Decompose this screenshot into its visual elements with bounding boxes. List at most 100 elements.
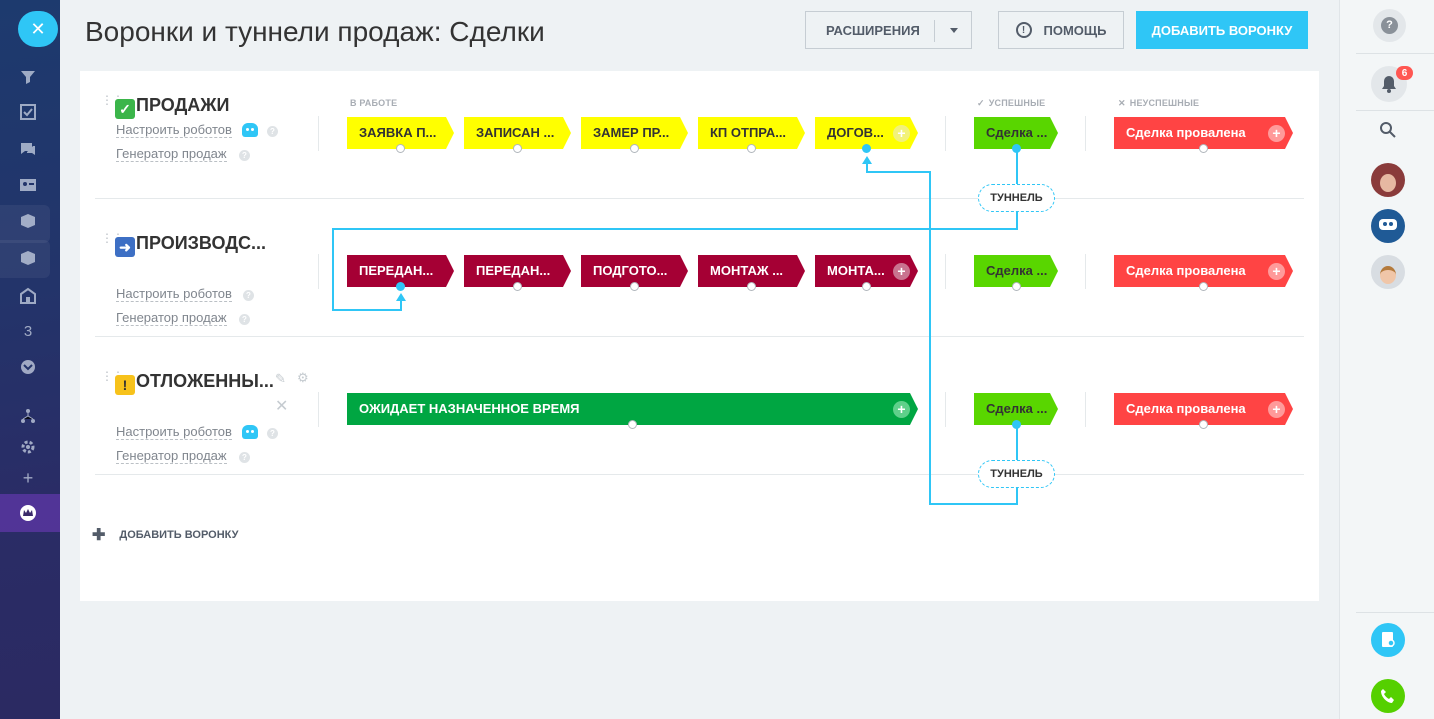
stage-label: Сделка провалена <box>1126 125 1246 140</box>
fail-stage[interactable]: Сделка провалена + <box>1114 255 1293 287</box>
divider <box>318 116 319 151</box>
stage-last[interactable]: ДОГОВ... + <box>815 117 918 149</box>
help-icon[interactable]: ? <box>1373 9 1406 42</box>
add-funnel-label: ДОБАВИТЬ ВОРОНКУ <box>1151 22 1293 38</box>
connector-dot[interactable] <box>1199 420 1208 429</box>
divider <box>1085 254 1086 289</box>
stage[interactable]: КП ОТПРА... <box>698 117 805 149</box>
success-stage[interactable]: Сделка ... <box>974 117 1058 149</box>
divider <box>1085 116 1086 151</box>
gear-icon[interactable] <box>16 436 40 458</box>
help-button[interactable]: ! ПОМОЩЬ <box>998 11 1124 49</box>
connector-dot[interactable] <box>747 144 756 153</box>
connector-dot[interactable] <box>1012 420 1021 429</box>
connector-dot[interactable] <box>396 282 405 291</box>
filter-icon[interactable] <box>16 66 40 88</box>
connector-dot[interactable] <box>1012 144 1021 153</box>
connector-dot[interactable] <box>747 282 756 291</box>
robot-icon[interactable] <box>242 425 258 439</box>
store-icon[interactable] <box>16 285 40 307</box>
funnel-name-text: ОТЛОЖЕННЫ... <box>136 371 274 391</box>
fail-stage[interactable]: Сделка провалена + <box>1114 117 1293 149</box>
stage-label: ДОГОВ... <box>827 125 884 140</box>
plus-icon: ✚ <box>92 527 106 544</box>
connector-dot[interactable] <box>628 420 637 429</box>
fail-stage[interactable]: Сделка провалена + <box>1114 393 1293 425</box>
stage[interactable]: ЗАЯВКА П... <box>347 117 454 149</box>
robots-link[interactable]: Настроить роботов <box>116 286 232 302</box>
sitemap-icon[interactable] <box>16 405 40 427</box>
notifications-badge: 6 <box>1396 66 1413 80</box>
funnel-name: ➜ПРОИЗВОДС... <box>115 233 266 257</box>
help-icon[interactable]: ? <box>239 150 250 161</box>
connector-dot[interactable] <box>396 144 405 153</box>
generator-link[interactable]: Генератор продаж <box>116 310 227 326</box>
document-icon[interactable] <box>1371 623 1405 657</box>
close-icon[interactable]: ✕ <box>18 11 58 47</box>
stage[interactable]: ОЖИДАЕТ НАЗНАЧЕННОЕ ВРЕМЯ + <box>347 393 918 425</box>
tunnel-badge[interactable]: ТУННЕЛЬ <box>978 460 1055 488</box>
chevron-down-icon[interactable] <box>16 356 40 378</box>
generator-link[interactable]: Генератор продаж <box>116 146 227 162</box>
avatar[interactable] <box>1371 163 1405 197</box>
connector-dot[interactable] <box>513 282 522 291</box>
gear-icon[interactable]: ⚙ <box>297 370 309 385</box>
connector-dot[interactable] <box>630 144 639 153</box>
tasks-icon[interactable] <box>16 101 40 123</box>
add-funnel-link[interactable]: ✚ДОБАВИТЬ ВОРОНКУ <box>92 525 239 545</box>
add-stage-icon[interactable]: + <box>893 125 910 142</box>
phone-icon[interactable] <box>1371 679 1405 713</box>
funnel-name: ✓ПРОДАЖИ <box>115 95 230 119</box>
row-divider <box>95 198 1304 199</box>
contacts-icon[interactable] <box>16 174 40 196</box>
stage[interactable]: ЗАПИСАН ... <box>464 117 571 149</box>
group-chat-icon[interactable] <box>1371 209 1405 243</box>
pencil-icon[interactable]: ✎ <box>275 371 286 386</box>
generator-link[interactable]: Генератор продаж <box>116 448 227 464</box>
stage[interactable]: ЗАМЕР ПР... <box>581 117 688 149</box>
help-icon[interactable]: ? <box>243 290 254 301</box>
connector-dot[interactable] <box>1012 282 1021 291</box>
plus-icon[interactable]: + <box>22 467 34 488</box>
help-icon[interactable]: ? <box>239 452 250 463</box>
tunnel-badge[interactable]: ТУННЕЛЬ <box>978 184 1055 212</box>
connector-dot[interactable] <box>630 282 639 291</box>
connector-dot[interactable] <box>513 144 522 153</box>
robots-link[interactable]: Настроить роботов <box>116 122 232 138</box>
box-icon[interactable] <box>16 247 40 269</box>
add-stage-icon[interactable]: + <box>893 263 910 280</box>
delete-icon[interactable]: ✕ <box>275 398 289 415</box>
extensions-button[interactable]: РАСШИРЕНИЯ <box>805 11 972 49</box>
row-divider <box>95 474 1304 475</box>
avatar[interactable] <box>1371 255 1405 289</box>
robot-icon[interactable] <box>242 123 258 137</box>
column-in-work: В РАБОТЕ <box>350 98 398 108</box>
sidebar-number[interactable]: 3 <box>23 322 33 340</box>
add-stage-icon[interactable]: + <box>1268 263 1285 280</box>
page-title: Воронки и туннели продаж: Сделки <box>85 16 545 47</box>
search-icon[interactable] <box>1378 120 1398 140</box>
connector-dot[interactable] <box>1199 282 1208 291</box>
chevron-down-icon[interactable] <box>950 28 958 33</box>
add-stage-icon[interactable]: + <box>1268 125 1285 142</box>
help-icon[interactable]: ? <box>239 314 250 325</box>
connector-dot[interactable] <box>862 144 871 153</box>
funnel-name-text: ПРОДАЖИ <box>136 95 230 115</box>
add-stage-icon[interactable]: + <box>893 401 910 418</box>
stage-label: Сделка провалена <box>1126 401 1246 416</box>
column-success: ✓УСПЕШНЫЕ <box>977 98 1045 109</box>
add-funnel-button[interactable]: ДОБАВИТЬ ВОРОНКУ <box>1136 11 1308 49</box>
help-icon[interactable]: ? <box>267 428 278 439</box>
check-emoji-icon: ✓ <box>115 99 135 119</box>
connector-dot[interactable] <box>1199 144 1208 153</box>
robots-link[interactable]: Настроить роботов <box>116 424 232 440</box>
left-sidebar: ✕ 3 + <box>0 0 60 719</box>
crown-icon[interactable] <box>16 502 40 524</box>
chat-icon[interactable] <box>16 138 40 160</box>
divider <box>1356 110 1434 111</box>
check-icon: ✓ <box>977 98 985 108</box>
add-stage-icon[interactable]: + <box>1268 401 1285 418</box>
box-icon[interactable] <box>16 210 40 232</box>
help-icon[interactable]: ? <box>267 126 278 137</box>
connector-dot[interactable] <box>862 282 871 291</box>
